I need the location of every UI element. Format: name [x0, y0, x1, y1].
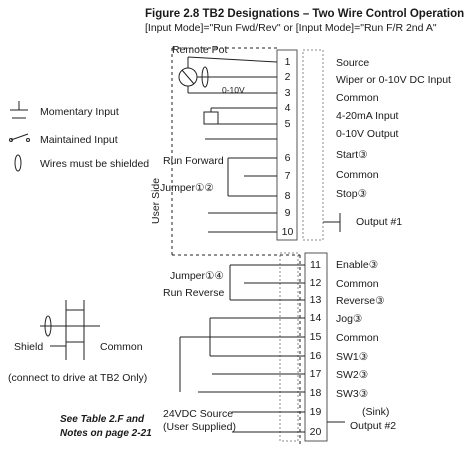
- terminal-number: 7: [284, 170, 291, 182]
- run-reverse-label: Run Reverse: [163, 287, 225, 299]
- terminal-number: 3: [284, 87, 291, 99]
- terminal-number: 16: [309, 350, 322, 362]
- terminal-label: Common: [336, 278, 379, 290]
- source-label-2: (User Supplied): [163, 421, 236, 433]
- user-side-label: User Side: [150, 177, 162, 224]
- terminal-label: Enable③: [336, 259, 379, 271]
- terminal-label: Wiper or 0-10V DC Input: [336, 74, 451, 86]
- terminal-number: 15: [309, 331, 322, 343]
- see-note-line2: Notes on page 2-21: [60, 428, 152, 439]
- terminal-number: 12: [309, 277, 322, 289]
- terminal-label: Common: [336, 169, 379, 181]
- jumper-top-label: Jumper①②: [160, 182, 214, 194]
- terminal-number: 11: [310, 259, 321, 271]
- terminal-label: 0-10V Output: [336, 128, 399, 140]
- terminal-number: 6: [284, 152, 291, 164]
- terminal-number: 13: [309, 294, 322, 306]
- terminal-number: 9: [284, 207, 291, 219]
- terminal-label: Source: [336, 57, 370, 69]
- terminal-number: 8: [284, 190, 291, 202]
- shield-label: Shield: [14, 341, 44, 353]
- legend-maintained: Maintained Input: [40, 134, 118, 146]
- terminal-number: 1: [284, 56, 291, 68]
- remote-pot-label: Remote Pot: [172, 44, 228, 56]
- sink-label: (Sink): [362, 406, 390, 418]
- terminal-number: 17: [309, 368, 322, 380]
- terminal-label: Common: [336, 92, 379, 104]
- terminal-number: 4: [284, 102, 291, 114]
- source-label-1: 24VDC Source: [163, 408, 234, 420]
- run-forward-label: Run Forward: [163, 155, 224, 167]
- output1-label: Output #1: [356, 216, 403, 228]
- terminal-number: 18: [309, 387, 322, 399]
- figure-subtitle: [Input Mode]="Run Fwd/Rev" or [Input Mod…: [145, 22, 437, 34]
- terminal-number: 5: [284, 118, 291, 130]
- common-label: Common: [100, 341, 143, 353]
- shield-note: (connect to drive at TB2 Only): [8, 372, 148, 384]
- terminal-label: SW1③: [336, 351, 369, 363]
- terminal-label: SW2③: [336, 369, 369, 381]
- terminal-number: 2: [284, 71, 291, 83]
- terminal-label: Start③: [336, 149, 368, 161]
- terminal-number: 10: [281, 226, 294, 238]
- terminal-number: 19: [309, 406, 322, 418]
- legend-shielded: Wires must be shielded: [40, 158, 150, 170]
- range-label: 0-10V: [222, 85, 245, 95]
- legend-momentary: Momentary Input: [40, 106, 119, 118]
- terminal-label: 4-20mA Input: [336, 110, 399, 122]
- terminal-label: Common: [336, 332, 379, 344]
- terminal-label: Jog③: [336, 313, 363, 325]
- terminal-label: Reverse③: [336, 295, 385, 307]
- figure-title: Figure 2.8 TB2 Designations – Two Wire C…: [145, 8, 465, 20]
- terminal-number: 20: [309, 426, 322, 438]
- jumper-bottom-label: Jumper①④: [170, 270, 224, 282]
- output2-label: Output #2: [350, 420, 397, 432]
- terminal-label: SW3③: [336, 388, 369, 400]
- terminal-number: 14: [309, 312, 322, 324]
- see-note-line1: See Table 2.F and: [60, 414, 145, 425]
- terminal-label: Stop③: [336, 188, 368, 200]
